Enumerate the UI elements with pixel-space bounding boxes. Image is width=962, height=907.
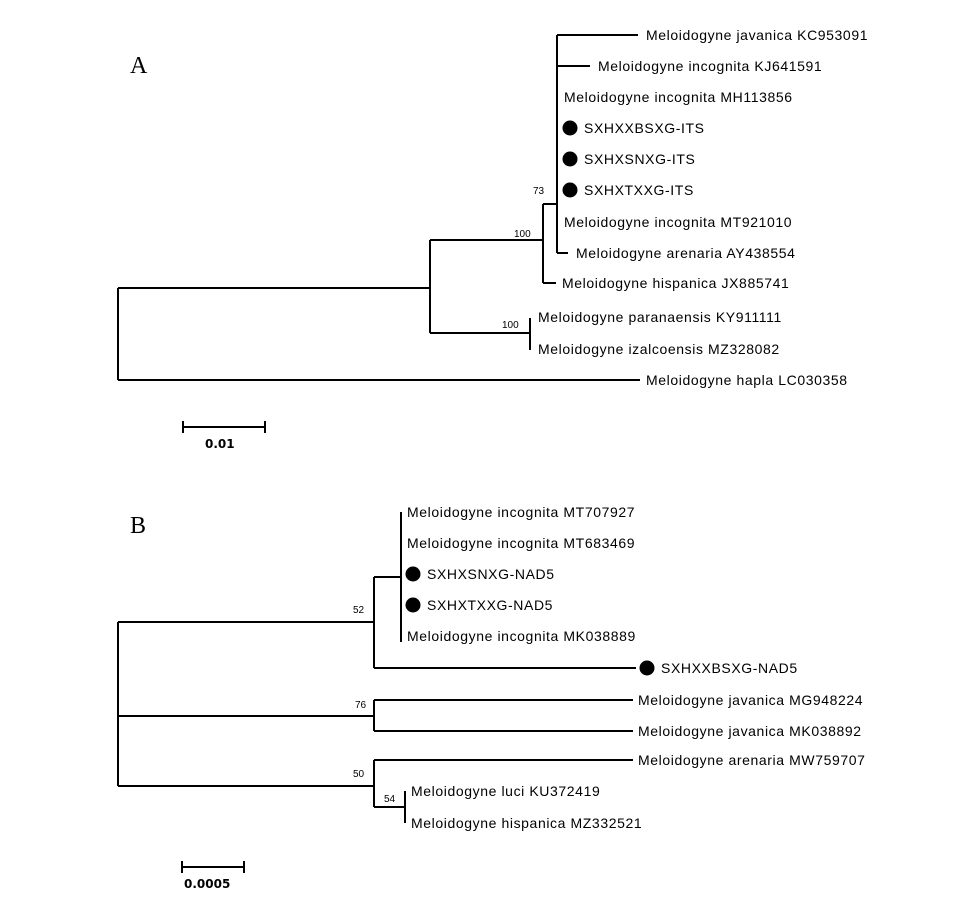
taxon-label: Meloidogyne javanica KC953091 xyxy=(646,27,868,43)
bootstrap-value: 54 xyxy=(384,794,396,805)
taxon-label: SXHXTXXG-ITS xyxy=(584,182,694,198)
taxon-label: Meloidogyne javanica MG948224 xyxy=(638,692,863,708)
panel-b-tree: B 52 76 50 xyxy=(117,504,866,891)
taxon-label: SXHXXBSXG-NAD5 xyxy=(661,660,798,676)
taxon-label: SXHXSNXG-NAD5 xyxy=(427,566,555,582)
bootstrap-value: 50 xyxy=(353,769,365,780)
panel-b-taxa: Meloidogyne incognita MT707927 Meloidogy… xyxy=(405,504,866,831)
taxon-label: Meloidogyne arenaria MW759707 xyxy=(638,752,866,768)
taxon-label: Meloidogyne hapla LC030358 xyxy=(646,372,848,388)
panel-b-scale-bar: 0.0005 xyxy=(181,861,245,891)
taxon-label: Meloidogyne incognita KJ641591 xyxy=(598,58,822,74)
panel-a-taxa: Meloidogyne javanica KC953091 Meloidogyn… xyxy=(538,27,868,388)
bootstrap-value: 100 xyxy=(502,320,519,331)
panel-a-label: A xyxy=(130,53,148,79)
panel-b-label: B xyxy=(130,513,146,539)
scale-bar-label: 0.0005 xyxy=(184,877,230,891)
marked-sample-dot xyxy=(562,151,578,167)
panel-b-branches xyxy=(117,512,636,823)
panel-a-bootstrap-values: 73 100 100 xyxy=(502,186,545,331)
bootstrap-value: 76 xyxy=(355,700,367,711)
panel-a-tree: A 73 100 100 xyxy=(117,27,868,451)
taxon-label: Meloidogyne incognita MT683469 xyxy=(407,535,635,551)
marked-sample-dot xyxy=(639,660,655,676)
taxon-label: Meloidogyne incognita MT707927 xyxy=(407,504,635,520)
taxon-label: SXHXTXXG-NAD5 xyxy=(427,597,553,613)
bootstrap-value: 100 xyxy=(514,229,531,240)
panel-b-bootstrap-values: 52 76 50 54 xyxy=(353,605,396,805)
taxon-label: Meloidogyne izalcoensis MZ328082 xyxy=(538,341,780,357)
marked-sample-dot xyxy=(405,566,421,582)
marked-sample-dot xyxy=(405,597,421,613)
taxon-label: Meloidogyne incognita MT921010 xyxy=(564,214,792,230)
panel-a-scale-bar: 0.01 xyxy=(182,421,266,451)
taxon-label: Meloidogyne hispanica JX885741 xyxy=(562,275,789,291)
panel-a-branches xyxy=(117,34,640,381)
scale-bar-label: 0.01 xyxy=(205,437,235,451)
bootstrap-value: 73 xyxy=(533,186,545,197)
taxon-label: Meloidogyne javanica MK038892 xyxy=(638,723,862,739)
taxon-label: Meloidogyne hispanica MZ332521 xyxy=(411,815,642,831)
taxon-label: SXHXXBSXG-ITS xyxy=(584,120,705,136)
taxon-label: Meloidogyne arenaria AY438554 xyxy=(576,245,796,261)
marked-sample-dot xyxy=(562,120,578,136)
taxon-label: Meloidogyne paranaensis KY911111 xyxy=(538,309,782,325)
taxon-label: Meloidogyne luci KU372419 xyxy=(411,783,600,799)
taxon-label: SXHXSNXG-ITS xyxy=(584,151,695,167)
taxon-label: Meloidogyne incognita MK038889 xyxy=(407,628,636,644)
taxon-label: Meloidogyne incognita MH113856 xyxy=(564,89,793,105)
bootstrap-value: 52 xyxy=(353,605,365,616)
marked-sample-dot xyxy=(562,182,578,198)
